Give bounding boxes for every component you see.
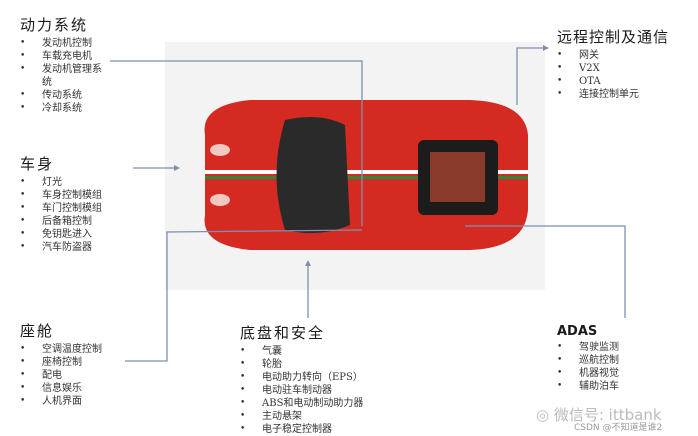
group-telematics: 远程控制及通信 网关 V2X OTA 连接控制单元 — [557, 26, 669, 101]
list-item: ABS和电动制动助力器 — [240, 397, 363, 410]
list-item: 辅助泊车 — [557, 380, 619, 393]
group-chassis: 底盘和安全 气囊 轮胎 电动助力转向（EPS） 电动驻车制动器 ABS和电动制动… — [240, 322, 363, 436]
list-item: 连接控制单元 — [557, 88, 669, 101]
list-item: V2X — [557, 62, 669, 75]
list-item: 气囊 — [240, 345, 363, 358]
list-item: 汽车防盗器 — [20, 241, 102, 254]
group-body: 车身 灯光 车身控制模组 车门控制模组 后备箱控制 免钥匙进入 汽车防盗器 — [20, 153, 102, 254]
list-item: OTA — [557, 75, 669, 88]
list-item: 人机界面 — [20, 395, 102, 408]
list-item: 电子稳定控制器 — [240, 423, 363, 436]
group-powertrain: 动力系统 发动机控制 车载充电机 发动机管理系统 传动系统 冷却系统 — [20, 14, 130, 115]
group-title: 动力系统 — [20, 16, 89, 34]
list-item: 信息娱乐 — [20, 382, 102, 395]
list-item: 机器视觉 — [557, 367, 619, 380]
list-item: 灯光 — [20, 176, 102, 189]
list-item: 免钥匙进入 — [20, 228, 102, 241]
list-item: 座椅控制 — [20, 356, 102, 369]
group-adas: ADAS 驾驶监测 巡航控制 机器视觉 辅助泊车 — [557, 324, 619, 393]
wechat-watermark-text: 微信号: ittbank — [553, 406, 662, 424]
list-item: 后备箱控制 — [20, 215, 102, 228]
list-item: 电动助力转向（EPS） — [240, 371, 363, 384]
list-item: 网关 — [557, 49, 669, 62]
group-title: 座舱 — [20, 322, 55, 340]
group-title: 远程控制及通信 — [557, 28, 670, 46]
car-top-view — [204, 100, 528, 250]
group-title: 车身 — [20, 155, 55, 173]
list-item: 电动驻车制动器 — [240, 384, 363, 397]
list-item: 车载充电机 — [20, 50, 130, 63]
group-cabin: 座舱 空调温度控制 座椅控制 配电 信息娱乐 人机界面 — [20, 320, 102, 408]
connector-lines — [110, 47, 626, 362]
list-item: 车身控制模组 — [20, 189, 102, 202]
list-item: 配电 — [20, 369, 102, 382]
csdn-watermark: CSDN @不知道是谁2 — [574, 423, 663, 433]
group-title: ADAS — [557, 324, 598, 339]
list-item: 空调温度控制 — [20, 343, 102, 356]
wechat-watermark: ◎ 微信号: ittbank — [536, 404, 662, 425]
list-item: 发动机控制 — [20, 37, 130, 50]
list-item: 冷却系统 — [20, 102, 130, 115]
arrow-heads — [174, 45, 549, 266]
list-item: 主动悬架 — [240, 410, 363, 423]
list-item: 驾驶监测 — [557, 341, 619, 354]
list-item: 车门控制模组 — [20, 202, 102, 215]
list-item: 巡航控制 — [557, 354, 619, 367]
list-item: 轮胎 — [240, 358, 363, 371]
wechat-icon: ◎ — [536, 406, 554, 424]
list-item: 发动机管理系统 — [20, 63, 102, 89]
list-item: 传动系统 — [20, 89, 130, 102]
group-title: 底盘和安全 — [240, 324, 326, 342]
